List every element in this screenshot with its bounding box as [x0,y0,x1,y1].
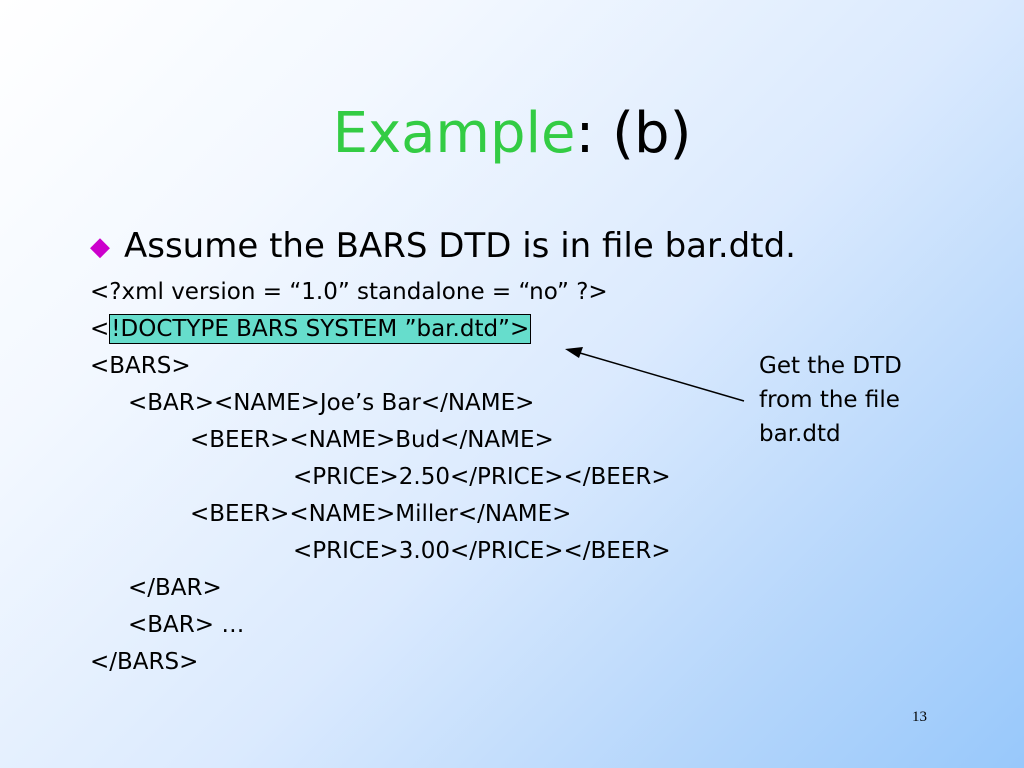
code-line-beer2: <BEER><NAME>Miller</NAME> [190,501,572,527]
code-line-beer2-price: <PRICE>3.00</PRICE></BEER> [293,538,671,564]
code-line-doctype: <!DOCTYPE BARS SYSTEM ”bar.dtd”> [90,314,532,344]
code-line-xml-declaration: <?xml version = “1.0” standalone = “no” … [90,279,608,305]
diamond-bullet-icon: ◆ [90,232,110,262]
doctype-bracket: < [90,316,110,342]
title-accent: Example [332,101,576,166]
code-line-bar-open: <BAR><NAME>Joe’s Bar</NAME> [128,390,535,416]
bullet-item: ◆ Assume the BARS DTD is in file bar.dtd. [90,226,796,267]
slide-title: Example: (b) [0,100,1024,168]
arrow-head [565,347,583,358]
code-line-beer1-price: <PRICE>2.50</PRICE></BEER> [293,464,671,490]
code-line-bars-open: <BARS> [90,353,191,379]
page-number: 13 [912,709,927,725]
code-line-beer1: <BEER><NAME>Bud</NAME> [190,427,554,453]
code-line-bar-more: <BAR> … [128,612,245,638]
code-line-bars-close: </BARS> [90,649,199,675]
doctype-highlight: !DOCTYPE BARS SYSTEM ”bar.dtd”> [109,314,532,344]
callout-note: Get the DTD from the file bar.dtd [759,353,902,447]
arrow-line [579,352,745,402]
code-line-bar-close: </BAR> [128,575,222,601]
bullet-text: Assume the BARS DTD is in file bar.dtd. [124,226,796,266]
title-rest: : (b) [575,101,692,166]
